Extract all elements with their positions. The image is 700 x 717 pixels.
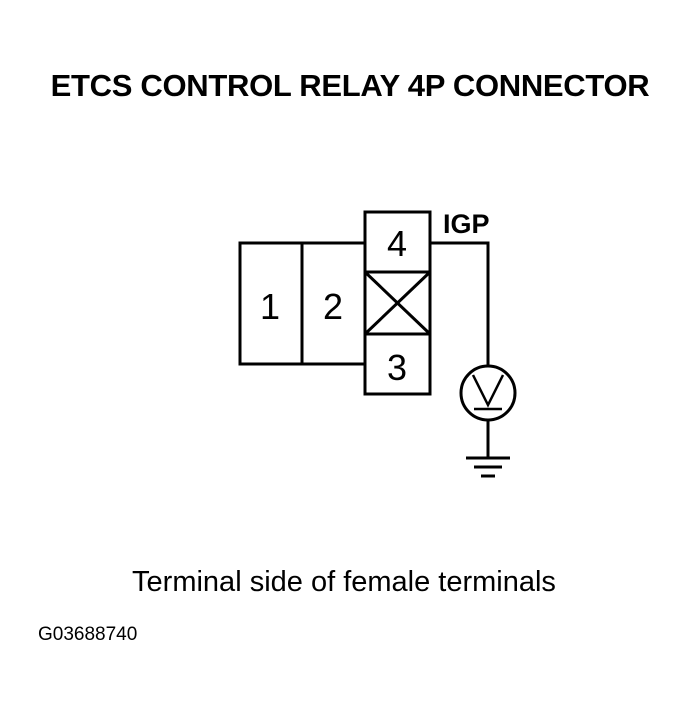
signal-label-igp: IGP [443,209,490,239]
blank-cavity-cross [363,270,432,336]
pin-label-1: 1 [260,286,280,327]
figure-id: G03688740 [38,624,138,645]
pin-label-4: 4 [387,223,407,264]
pin-label-2: 2 [323,286,343,327]
diagram-title: ETCS CONTROL RELAY 4P CONNECTOR [50,68,650,103]
pin-label-3: 3 [387,347,407,388]
probe-wire [430,241,490,366]
voltmeter-symbol [471,374,505,411]
ground-icon [466,456,510,478]
diagram-caption: Terminal side of female terminals [132,566,556,598]
cavity-3-box [363,332,432,396]
voltmeter-icon [459,364,517,422]
